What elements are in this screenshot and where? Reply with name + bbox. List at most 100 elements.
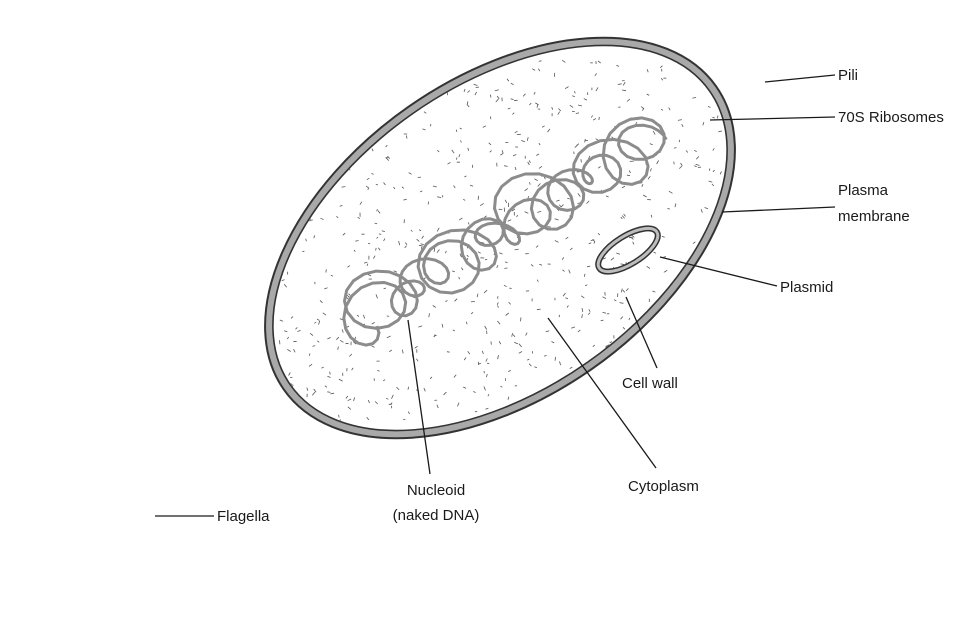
ribosome-dot	[311, 121, 315, 122]
ribosome-dot	[529, 410, 532, 411]
ribosome-dot	[731, 410, 732, 413]
ribosome-dot	[728, 205, 731, 207]
ribosome-dot	[268, 255, 270, 258]
ribosome-dot	[757, 406, 761, 408]
ribosome-dot	[708, 255, 711, 257]
ribosome-dot	[592, 406, 594, 407]
ribosome-dot	[447, 352, 450, 353]
ribosome-dot	[650, 325, 651, 327]
ribosome-dot	[715, 265, 717, 266]
ribosome-dot	[524, 420, 525, 424]
ribosome-dot	[735, 409, 737, 410]
ribosome-dot	[758, 414, 760, 416]
ribosome-dot	[254, 173, 258, 175]
ribosome-dot	[251, 333, 254, 334]
ribosome-dot	[404, 97, 406, 99]
flagellum-1	[14, 376, 272, 604]
ribosome-dot	[679, 414, 681, 416]
ribosome-dot	[261, 116, 263, 119]
ribosome-dot	[409, 75, 412, 76]
ribosome-dot	[746, 233, 748, 235]
ribosome-dot	[263, 263, 265, 266]
ribosome-dot	[293, 112, 296, 113]
ribosome-dot	[738, 120, 740, 122]
ribosome-dot	[295, 185, 298, 187]
ribosome-dot	[292, 200, 293, 203]
ribosome-dot	[665, 323, 668, 325]
ribosome-dot	[756, 163, 758, 164]
ribosome-dot	[277, 187, 279, 191]
ribosome-dot	[294, 104, 296, 106]
ribosome-dot	[271, 67, 274, 68]
ribosome-dot	[608, 394, 609, 397]
ribosome-dot	[753, 172, 756, 174]
ribosome-dot	[263, 291, 266, 292]
ribosome-dot	[264, 140, 266, 141]
ribosome-dot	[674, 162, 675, 165]
ribosome-dot	[249, 173, 251, 175]
ribosome-dot	[760, 247, 761, 249]
ribosome-dot	[754, 90, 756, 91]
ribosome-dot	[316, 125, 319, 128]
ribosome-dot	[712, 325, 713, 329]
ribosome-dot	[747, 177, 748, 180]
ribosome-dot	[268, 75, 272, 76]
ribosome-dot	[309, 353, 310, 355]
ribosome-dot	[749, 312, 752, 314]
ribosome-dot	[273, 208, 275, 211]
ribosome-dot	[333, 114, 334, 116]
ribosome-dot	[698, 409, 701, 411]
ribosome-dot	[598, 399, 601, 401]
ribosome-dot	[402, 105, 404, 106]
ribosome-dot	[664, 405, 667, 406]
ribosome-dot	[317, 178, 319, 181]
ribosome-dot	[687, 352, 690, 354]
ribosome-dot	[393, 77, 395, 79]
ribosome-dot	[706, 347, 708, 349]
ribosome-dot	[687, 362, 689, 364]
ribosome-dot	[317, 65, 320, 68]
ribosome-dot	[756, 124, 759, 125]
ribosome-dot	[761, 295, 762, 299]
ribosome-dot	[290, 99, 292, 100]
ribosome-dot	[269, 263, 271, 264]
ribosome-dot	[760, 180, 763, 181]
ribosome-dot	[744, 143, 745, 146]
ribosome-dot	[742, 176, 744, 178]
ribosome-dot	[742, 242, 743, 245]
ribosome-dot	[310, 139, 313, 140]
ribosome-dot	[762, 284, 765, 285]
ribosome-dot	[412, 81, 414, 83]
label-plasmid: Plasmid	[780, 279, 833, 296]
ribosome-dot	[736, 61, 737, 64]
ribosome-dot	[339, 415, 340, 418]
ribosome-dot	[581, 159, 582, 162]
ribosome-dot	[674, 148, 677, 149]
ribosome-dot	[342, 187, 346, 188]
ribosome-dot	[753, 382, 755, 384]
ribosome-dot	[338, 78, 342, 79]
ribosome-dot	[521, 317, 522, 321]
ribosome-dot	[329, 66, 332, 68]
ribosome-dot	[661, 319, 663, 321]
ribosome-dot	[762, 214, 765, 215]
ribosome-dot	[353, 87, 356, 89]
ribosome-dot	[260, 182, 263, 183]
ribosome-dot	[664, 309, 668, 310]
ribosome-dot	[252, 380, 254, 382]
ribosome-dot	[759, 136, 762, 138]
ribosome-dot	[287, 118, 290, 119]
ribosome-dot	[769, 139, 770, 142]
ribosome-dot	[271, 136, 273, 138]
ribosome-dot	[253, 276, 254, 279]
ribosome-dot	[259, 86, 263, 87]
ribosome-dot	[682, 329, 684, 332]
ribosome-dot	[678, 385, 681, 386]
ribosome-dot	[700, 378, 702, 380]
ribosome-dot	[731, 219, 733, 221]
ribosome-dot	[757, 192, 760, 195]
ribosome-dot	[283, 188, 285, 190]
leader-pili	[765, 75, 835, 82]
pilus-inner	[475, 421, 485, 462]
